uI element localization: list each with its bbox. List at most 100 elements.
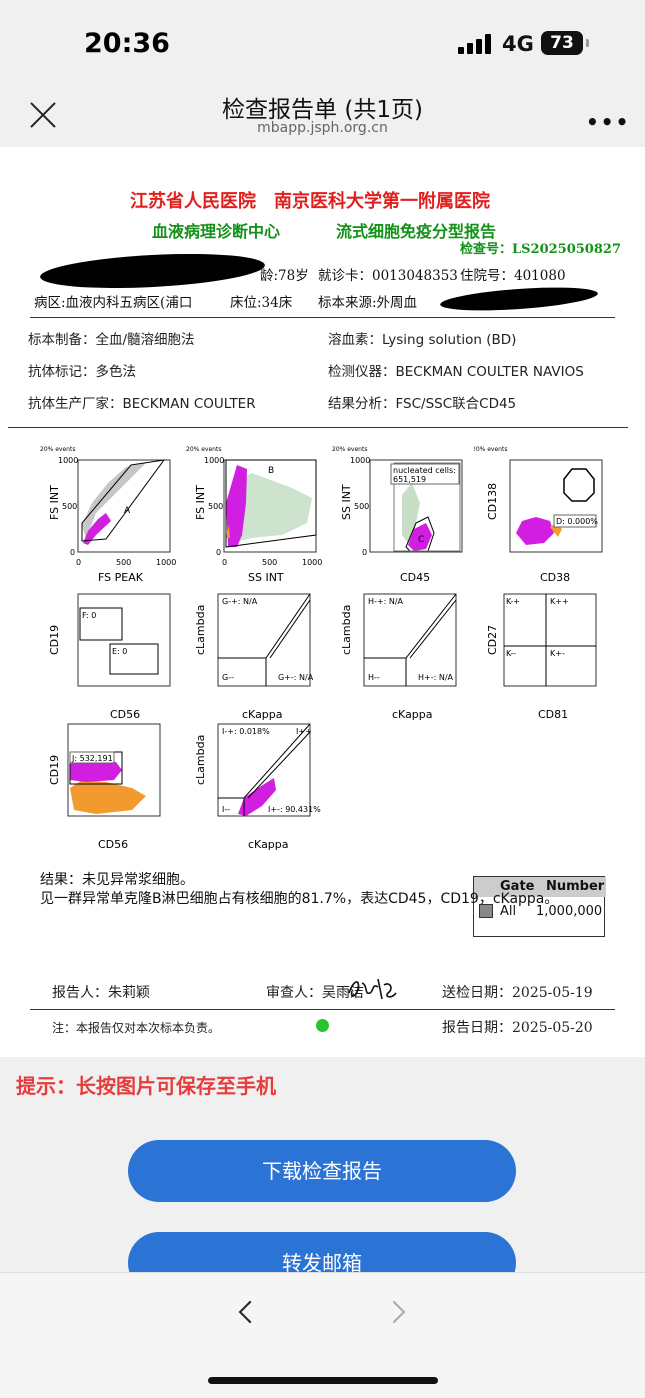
gate-label: D: 0.000% xyxy=(556,517,598,526)
battery-icon: 73 xyxy=(541,31,589,55)
plot-cd45-vs-ss-int: 20% events nucleated cells: 651,519 C SS… xyxy=(332,446,463,584)
x-axis-label: CD81 xyxy=(538,708,568,721)
svg-text:1000: 1000 xyxy=(156,558,176,567)
svg-text:0: 0 xyxy=(76,558,81,567)
gate-label: B xyxy=(268,466,274,476)
field-analysis: 结果分析：FSC/SSC联合CD45 xyxy=(328,396,517,412)
events-label: 20% events xyxy=(186,446,221,453)
gate-label: C xyxy=(418,535,424,545)
quadrant-label: I++ xyxy=(296,727,312,736)
quadrant-label: H+-: N/A xyxy=(418,673,454,682)
legend-header-number: Number xyxy=(546,879,605,894)
send-date: 送检日期：2025-05-19 xyxy=(442,985,593,1001)
quadrant-label: G+-: N/A xyxy=(278,673,314,682)
y-axis-label: cLambda xyxy=(340,605,353,655)
svg-text:500: 500 xyxy=(62,502,77,511)
quadrant-label: I-- xyxy=(222,805,230,814)
download-report-button[interactable]: 下载检查报告 xyxy=(128,1140,516,1202)
signal-icon xyxy=(458,34,492,54)
svg-text:500: 500 xyxy=(262,558,277,567)
y-axis-label: SS INT xyxy=(340,484,353,520)
patient-age: 龄:78岁 xyxy=(260,268,309,284)
page-host: mbapp.jsph.org.cn xyxy=(257,120,388,136)
divider xyxy=(8,427,628,428)
gate-count: 651,519 xyxy=(393,475,426,484)
quadrant-label: G-+: N/A xyxy=(222,597,258,606)
plot-cd56-vs-cd19-j: J: 532,191 CD19 CD56 xyxy=(48,723,161,851)
y-axis-label: CD27 xyxy=(486,625,499,655)
svg-text:1000: 1000 xyxy=(350,456,370,465)
quadrant-label: K++ xyxy=(550,597,569,606)
svg-text:1000: 1000 xyxy=(58,456,78,465)
report-note: 注：本报告仅对本次标本负责。 xyxy=(52,1021,221,1035)
field-prep: 标本制备：全血/髓溶细胞法 xyxy=(28,332,195,348)
home-indicator xyxy=(208,1377,438,1384)
bed: 床位:34床 xyxy=(230,295,293,311)
reporter: 报告人：朱莉颖 xyxy=(52,985,150,1001)
y-axis-label: CD138 xyxy=(486,483,499,520)
report-name: 流式细胞免疫分型报告 xyxy=(336,222,497,241)
gate-label: A xyxy=(124,506,131,516)
more-icon[interactable]: ••• xyxy=(586,110,631,134)
back-icon[interactable] xyxy=(238,1300,262,1324)
inpatient-number: 住院号：401080 xyxy=(460,268,566,284)
result-line-1: 结果：未见异常浆细胞。 xyxy=(40,872,194,888)
x-axis-label: CD56 xyxy=(110,708,140,721)
forward-icon[interactable] xyxy=(382,1300,406,1324)
signature-icon xyxy=(348,978,397,1000)
svg-text:0: 0 xyxy=(216,548,221,557)
events-label: 20% events xyxy=(40,446,75,453)
report-image[interactable]: 江苏省人民医院 南京医科大学第一附属医院 血液病理诊断中心 流式细胞免疫分型报告… xyxy=(0,147,645,1057)
result-line-2: 见一群异常单克隆B淋巴细胞占有核细胞的81.7%，表达CD45，CD19，cKa… xyxy=(40,891,559,907)
nav-bar: 检查报告单 (共1页) mbapp.jsph.org.cn ••• xyxy=(0,88,645,146)
divider xyxy=(30,1009,615,1010)
quadrant-label: G-- xyxy=(222,673,234,682)
status-dot xyxy=(316,1019,329,1032)
quadrant-label: K-+ xyxy=(506,597,520,606)
quadrant-label: H-+: N/A xyxy=(368,597,404,606)
field-manufacturer: 抗体生产厂家：BECKMAN COULTER xyxy=(28,396,256,412)
hospital-name: 江苏省人民医院 南京医科大学第一附属医院 xyxy=(130,191,490,212)
plot-ckappa-vs-clambda-h: H-+: N/A H-- H+-: N/A cLambda cKappa xyxy=(340,593,457,721)
gate-label: E: 0 xyxy=(112,647,127,656)
x-axis-label: cKappa xyxy=(248,838,289,851)
svg-text:500: 500 xyxy=(116,558,131,567)
x-axis-label: FS PEAK xyxy=(98,571,144,584)
divider xyxy=(30,317,615,318)
plot-cd56-vs-cd19: F: 0 E: 0 CD19 CD56 xyxy=(48,593,171,721)
status-bar: 20:36 4G 73 xyxy=(0,0,645,88)
x-axis-label: CD38 xyxy=(540,571,570,584)
svg-text:0: 0 xyxy=(70,548,75,557)
svg-text:1000: 1000 xyxy=(302,558,322,567)
gate-label: J: 532,191 xyxy=(71,754,113,763)
x-axis-label: CD56 xyxy=(98,838,128,851)
x-axis-label: cKappa xyxy=(392,708,433,721)
field-instrument: 检测仪器：BECKMAN COULTER NAVIOS xyxy=(328,364,584,380)
svg-text:500: 500 xyxy=(208,502,223,511)
gate-label: F: 0 xyxy=(82,611,96,620)
field-antibody: 抗体标记：多色法 xyxy=(28,364,136,380)
y-axis-label: CD19 xyxy=(48,625,61,655)
save-tip: 提示：长按图片可保存至手机 xyxy=(16,1074,276,1098)
quadrant-label: I+-: 90.431% xyxy=(268,805,321,814)
network-type: 4G xyxy=(502,32,534,56)
svg-text:1000: 1000 xyxy=(204,456,224,465)
y-axis-label: cLambda xyxy=(194,605,207,655)
events-label: 20% events xyxy=(332,446,367,453)
y-axis-label: FS INT xyxy=(194,485,207,520)
quadrant-label: K+- xyxy=(550,649,565,658)
specimen-source: 标本来源:外周血 xyxy=(318,295,418,311)
events-label: 20% events xyxy=(474,446,507,453)
quadrant-label: H-- xyxy=(368,673,380,682)
page-title: 检查报告单 (共1页) xyxy=(222,97,423,123)
center-name: 血液病理诊断中心 xyxy=(152,222,281,241)
quadrant-label: I-+: 0.018% xyxy=(222,727,270,736)
legend-swatch xyxy=(479,904,493,918)
plot-cd81-vs-cd27: K-+ K++ K-- K+- CD27 CD81 xyxy=(486,593,597,721)
gate-note: nucleated cells: xyxy=(393,466,456,475)
y-axis-label: CD19 xyxy=(48,755,61,785)
x-axis-label: cKappa xyxy=(242,708,283,721)
quadrant-label: K-- xyxy=(506,649,516,658)
